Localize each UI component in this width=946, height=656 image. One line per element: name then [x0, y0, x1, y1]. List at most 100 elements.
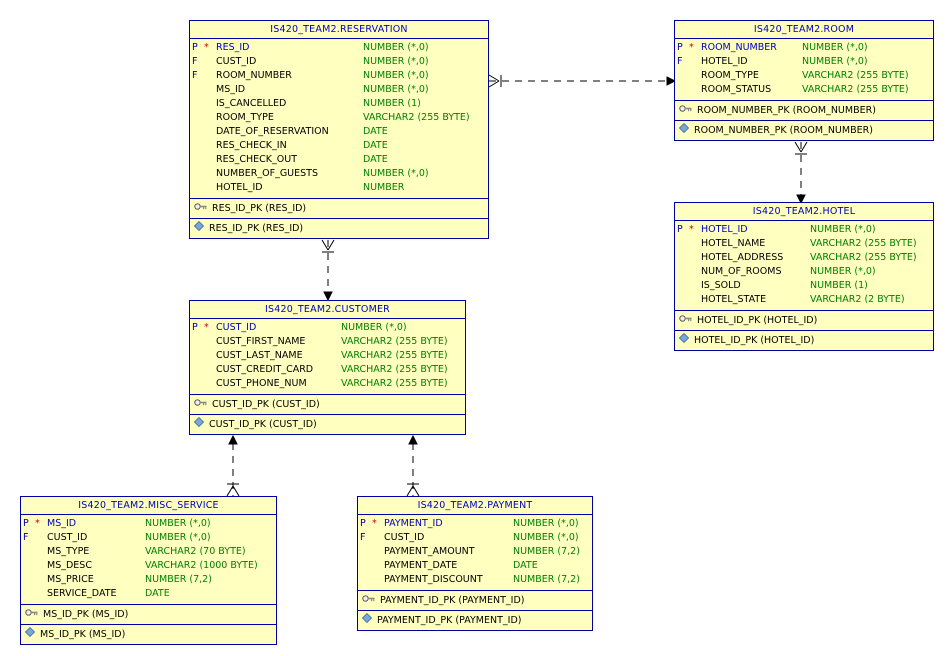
constraint-label: PAYMENT_ID_PK (PAYMENT_ID) — [380, 595, 525, 606]
index-entry[interactable]: PAYMENT_ID_PK (PAYMENT_ID) — [358, 611, 592, 630]
column-name: CUST_ID — [216, 56, 257, 67]
column-row[interactable]: PAYMENT_DISCOUNT NUMBER (7,2) — [358, 573, 592, 587]
primary-key-constraint[interactable]: ROOM_NUMBER_PK (ROOM_NUMBER) — [675, 101, 933, 121]
primary-key-constraint[interactable]: HOTEL_ID_PK (HOTEL_ID) — [675, 311, 933, 331]
relationship-payment-customer[interactable] — [406, 434, 420, 497]
column-datatype: NUMBER (*,0) — [513, 532, 579, 543]
primary-key-constraint[interactable]: PAYMENT_ID_PK (PAYMENT_ID) — [358, 591, 592, 611]
relationship-misc-service-customer[interactable] — [226, 434, 240, 497]
required-marker: * — [689, 224, 694, 235]
column-name: MS_ID — [47, 518, 77, 529]
column-name: CUST_CREDIT_CARD — [216, 364, 314, 375]
column-name: MS_PRICE — [47, 574, 94, 585]
column-name: PAYMENT_DISCOUNT — [384, 574, 483, 585]
index-label: RES_ID_PK (RES_ID) — [209, 223, 304, 234]
column-datatype: VARCHAR2 (255 BYTE) — [341, 350, 448, 361]
index-entry[interactable]: ROOM_NUMBER_PK (ROOM_NUMBER) — [675, 121, 933, 140]
column-name: NUM_OF_ROOMS — [701, 266, 782, 277]
column-row[interactable]: ROOM_TYPE VARCHAR2 (255 BYTE) — [190, 111, 488, 125]
primary-key-constraint[interactable]: MS_ID_PK (MS_ID) — [21, 605, 276, 625]
constraint-label: ROOM_NUMBER_PK (ROOM_NUMBER) — [697, 105, 876, 116]
index-entry[interactable]: CUST_ID_PK (CUST_ID) — [190, 415, 465, 434]
column-name: PAYMENT_DATE — [384, 560, 458, 571]
column-name: RES_CHECK_IN — [216, 140, 287, 151]
index-entry[interactable]: MS_ID_PK (MS_ID) — [21, 625, 276, 644]
relationship-room-hotel[interactable] — [794, 141, 808, 205]
column-datatype: VARCHAR2 (255 BYTE) — [363, 112, 470, 123]
primary-key-constraint[interactable]: RES_ID_PK (RES_ID) — [190, 199, 488, 219]
required-marker: * — [372, 518, 377, 529]
diamond-icon — [24, 625, 36, 644]
column-name: CUST_LAST_NAME — [216, 350, 303, 361]
column-name: IS_SOLD — [701, 280, 741, 291]
column-name: HOTEL_NAME — [701, 238, 766, 249]
column-name: IS_CANCELLED — [216, 98, 287, 109]
key-icon — [679, 101, 692, 120]
column-datatype: NUMBER (7,2) — [513, 574, 580, 585]
column-datatype: VARCHAR2 (255 BYTE) — [810, 252, 917, 263]
index-entry[interactable]: HOTEL_ID_PK (HOTEL_ID) — [675, 331, 933, 350]
column-name: ROOM_TYPE — [216, 112, 274, 123]
column-name: CUST_ID — [47, 532, 88, 543]
index-entry[interactable]: RES_ID_PK (RES_ID) — [190, 219, 488, 238]
column-datatype: VARCHAR2 (70 BYTE) — [145, 546, 246, 557]
column-datatype: VARCHAR2 (255 BYTE) — [802, 84, 909, 95]
relationship-reservation-customer[interactable] — [321, 239, 335, 302]
primary-key-constraint[interactable]: CUST_ID_PK (CUST_ID) — [190, 395, 465, 415]
column-datatype: VARCHAR2 (255 BYTE) — [802, 70, 909, 81]
column-name: ROOM_NUMBER — [701, 42, 777, 53]
column-row[interactable]: CUST_LAST_NAME VARCHAR2 (255 BYTE) — [190, 349, 465, 363]
column-datatype: VARCHAR2 (2 BYTE) — [810, 294, 905, 305]
relationship-reservation-room[interactable] — [488, 74, 677, 88]
column-datatype: NUMBER (*,0) — [363, 84, 429, 95]
column-name: HOTEL_ID — [216, 182, 263, 193]
column-name: PAYMENT_AMOUNT — [384, 546, 475, 557]
key-flag: P — [192, 322, 198, 333]
key-flag: F — [677, 56, 683, 67]
column-datatype: NUMBER (*,0) — [363, 168, 429, 179]
entity-title: IS420_TEAM2.HOTEL — [675, 203, 933, 221]
